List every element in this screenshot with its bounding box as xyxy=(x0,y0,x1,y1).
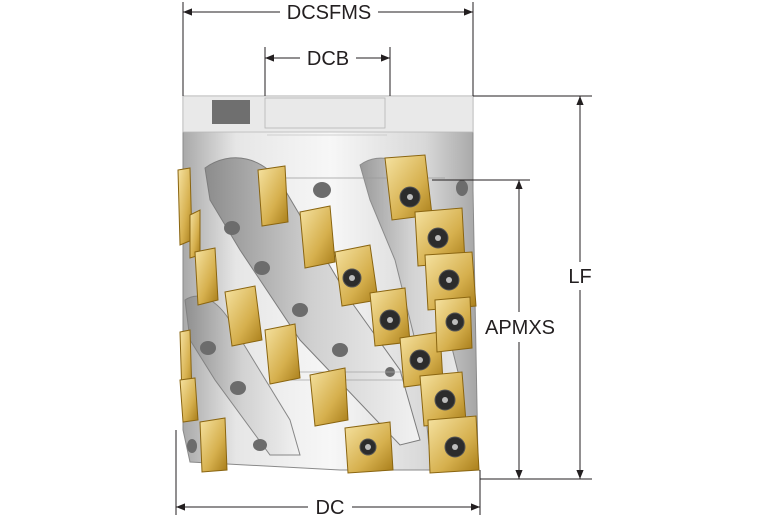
carbide-insert-icon xyxy=(199,417,228,473)
insert-screws xyxy=(342,186,466,458)
carbide-insert-icon xyxy=(309,367,349,427)
dimension-lines xyxy=(175,2,592,515)
carbide-insert-icon xyxy=(224,285,263,347)
carbide-insert-icon xyxy=(257,165,289,227)
carbide-insert-icon xyxy=(264,323,301,385)
carbide-insert-icon xyxy=(179,377,199,423)
dim-label-dcsfms: DCSFMS xyxy=(287,2,371,24)
carbide-insert-icon xyxy=(299,205,336,269)
dim-label-apmxs: APMXS xyxy=(485,317,555,339)
carbide-insert-icon xyxy=(194,247,219,306)
torx-recesses xyxy=(349,194,458,450)
coolant-holes xyxy=(187,180,468,453)
dim-label-dc: DC xyxy=(316,497,345,519)
drive-slot-icon xyxy=(212,100,250,124)
dim-label-lf: LF xyxy=(568,266,591,288)
dim-label-dcb: DCB xyxy=(307,48,349,70)
